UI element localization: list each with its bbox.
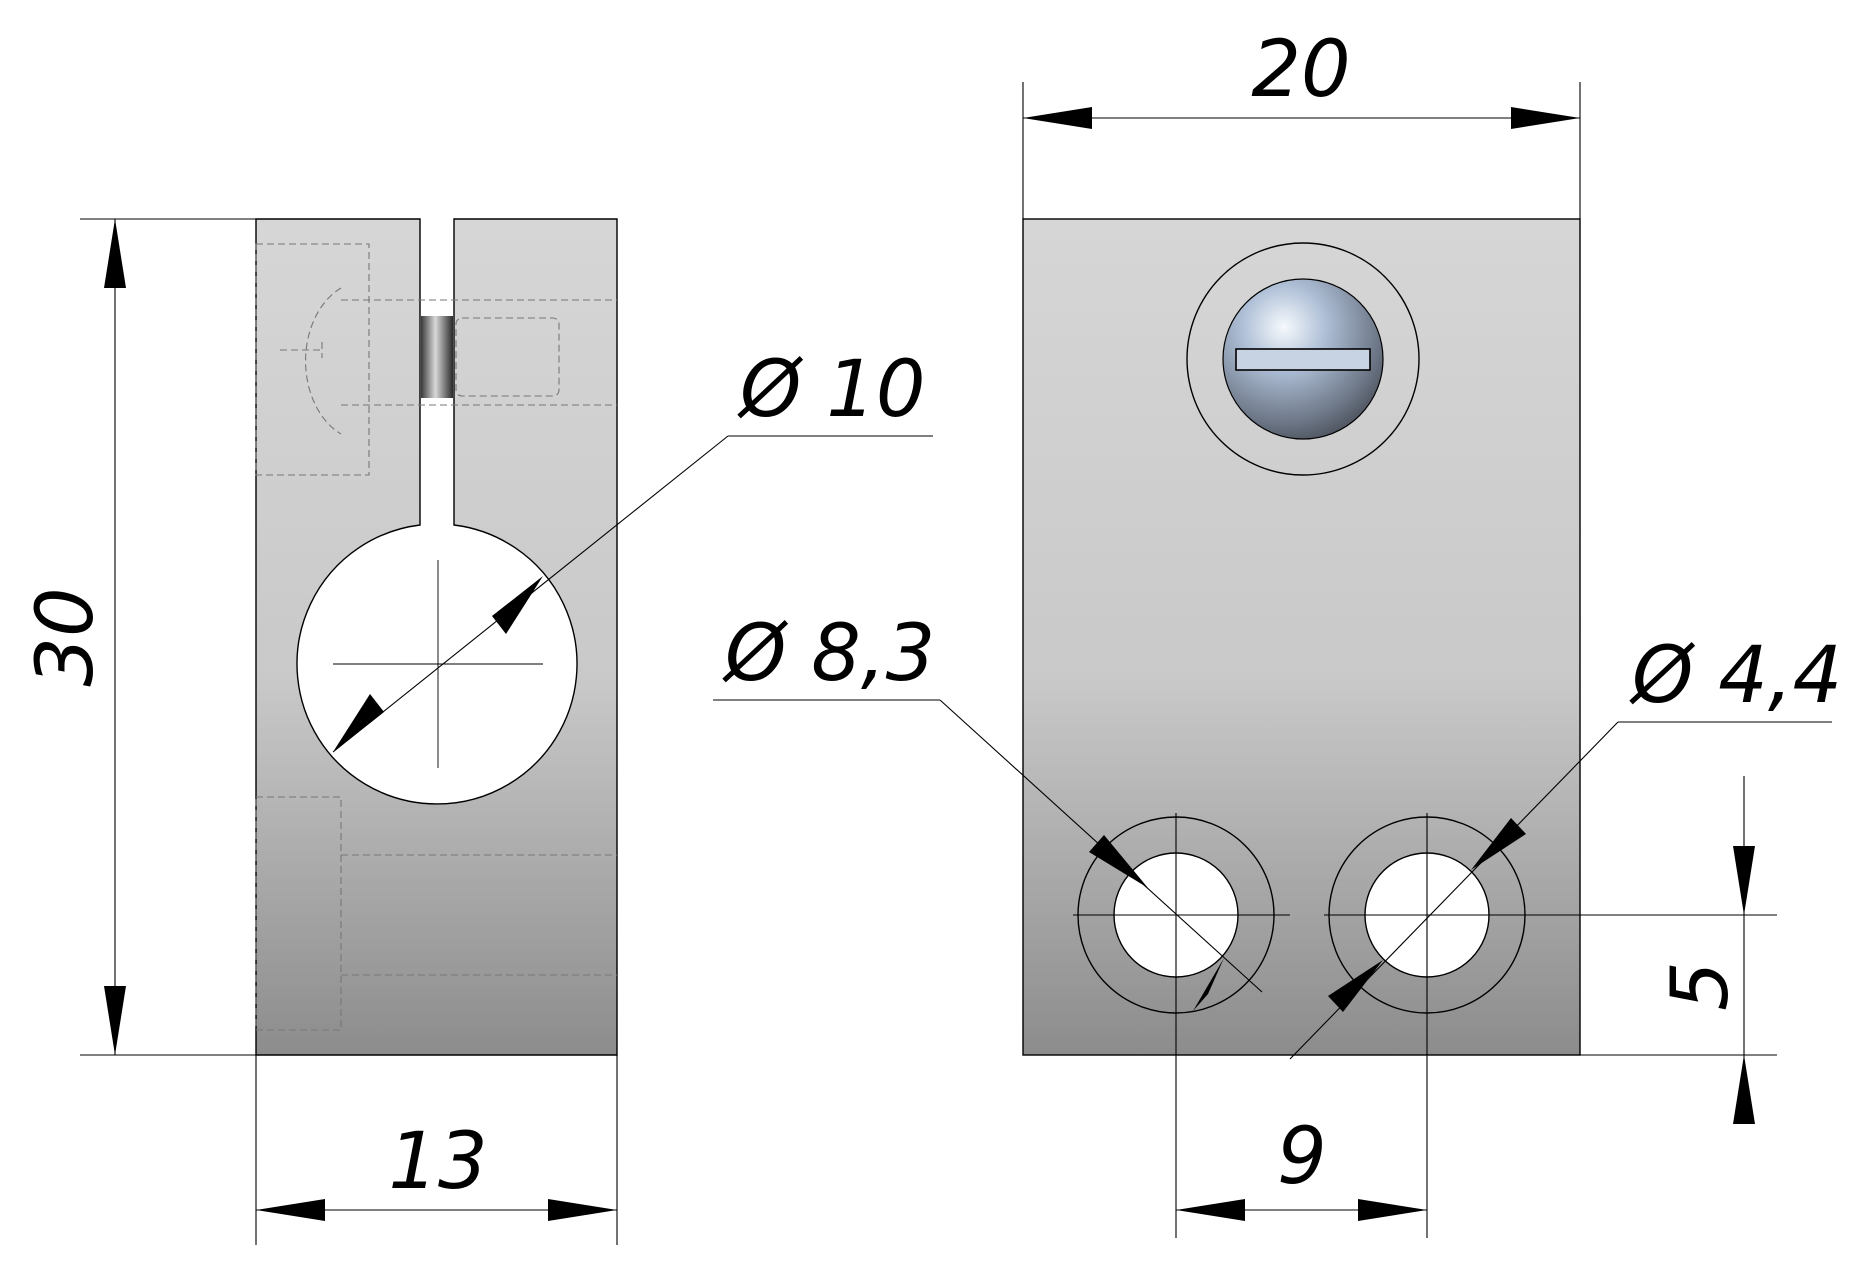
dim-label-counterbore: Ø 8,3 (722, 609, 935, 699)
dim-label-20: 20 (1251, 25, 1350, 115)
arrow-down-icon (1733, 846, 1755, 915)
dimension-hole-offset: 5 (1580, 776, 1777, 1124)
dimension-front-width: 13 (255, 1055, 618, 1245)
bore-center-marks (333, 560, 543, 768)
arrow-up-icon (1733, 1055, 1755, 1124)
dim-label-13: 13 (388, 1117, 487, 1207)
arrow-left-icon (1023, 107, 1092, 129)
dim-label-hole: Ø 4,4 (1629, 631, 1842, 721)
arrow-down-icon (104, 986, 126, 1055)
arrow-icon (1193, 958, 1224, 1011)
dimension-hole-diameter: Ø 4,4 (1289, 631, 1842, 1060)
arrow-icon (1089, 835, 1148, 888)
dim-label-30: 30 (21, 587, 111, 686)
dim-label-5: 5 (1656, 961, 1746, 1011)
arrow-left-icon (1176, 1199, 1245, 1221)
arrow-icon (1328, 960, 1383, 1012)
dim-label-bore: Ø 10 (737, 345, 925, 435)
dimension-hole-spacing: 9 (1175, 813, 1428, 1238)
front-hidden-lines (255, 243, 617, 1031)
front-body (255, 218, 618, 1056)
dimension-counterbore-diameter: Ø 8,3 (713, 609, 1263, 1011)
arrow-right-icon (1511, 107, 1580, 129)
clamp-screw-shank (421, 316, 453, 398)
arrow-icon (1471, 818, 1526, 870)
arrow-right-icon (548, 1199, 617, 1221)
screw-counterbore-ring (1186, 242, 1420, 476)
arrow-up-icon (104, 219, 126, 288)
dimension-front-height: 30 (21, 218, 256, 1056)
slotted-screw-head-icon (1222, 278, 1384, 440)
arrow-right-icon (1358, 1199, 1427, 1221)
dim-label-9: 9 (1277, 1112, 1327, 1202)
dimension-bore-diameter: Ø 10 (332, 345, 933, 753)
dimension-side-width: 20 (1022, 25, 1581, 219)
arrow-left-icon (256, 1199, 325, 1221)
arrow-icon (333, 694, 384, 752)
arrow-icon (492, 576, 543, 634)
front-view (255, 218, 618, 1056)
